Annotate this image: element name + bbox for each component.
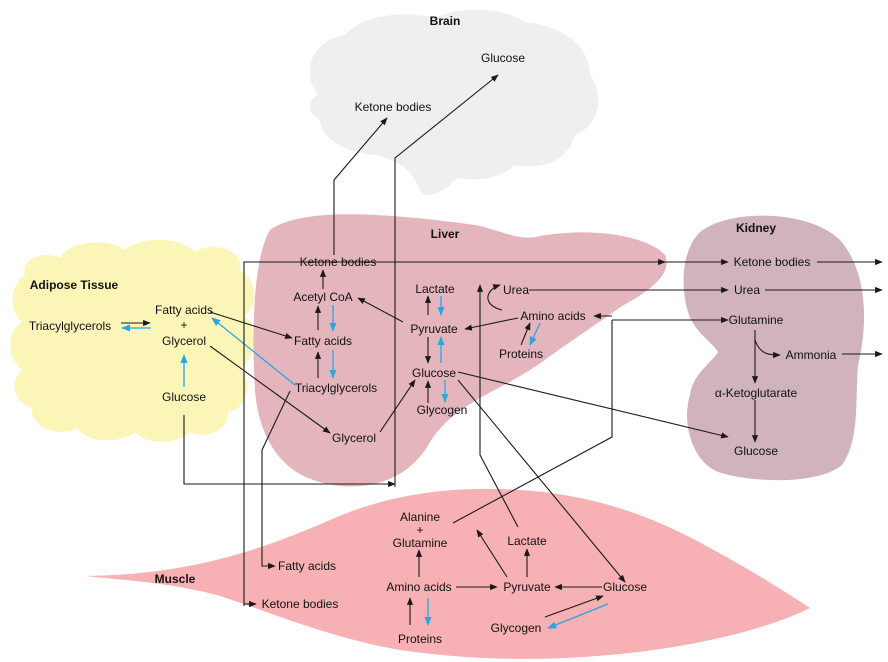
region-title-liver: Liver [431,227,460,241]
pathway-arrows [121,74,883,629]
adipose-glucose: Glucose [162,390,206,404]
region-title-kidney: Kidney [736,221,776,235]
liver-glycogen: Glycogen [417,403,468,417]
kidney-ammonia: Ammonia [786,348,837,362]
adipose-triacylglycerols: Triacylglycerols [29,319,111,333]
kidney-ketone-bodies: Ketone bodies [734,255,811,269]
muscle-alanine: Alanine [400,510,440,524]
kidney-glucose: Glucose [734,444,778,458]
brain-ketone-bodies: Ketone bodies [355,100,432,114]
liver-amino-acids: Amino acids [520,309,585,323]
muscle-lactate: Lactate [507,534,547,548]
muscle-amino-acids: Amino acids [386,580,451,594]
brain-shape [309,9,599,196]
liver-triacylglycerols: Triacylglycerols [295,381,377,395]
region-title-muscle: Muscle [155,572,196,586]
adipose-glycerol: Glycerol [162,334,206,348]
liver-lactate: Lactate [415,282,455,296]
liver-pyruvate: Pyruvate [410,322,458,336]
muscle-shape [85,488,810,659]
liver-fatty-acids: Fatty acids [294,334,352,348]
liver-glucose: Glucose [412,366,456,380]
liver-acetyl-coa: Acetyl CoA [293,290,352,304]
brain-glucose: Glucose [481,51,525,65]
muscle-glutamine: Glutamine [393,536,448,550]
kidney-glutamine: Glutamine [729,313,784,327]
kidney-urea: Urea [734,283,760,297]
muscle-proteins: Proteins [398,632,442,646]
liver-glycerol: Glycerol [332,431,376,445]
muscle-glycogen: Glycogen [491,621,542,635]
kidney-alpha-ketoglutarate: α-Ketoglutarate [715,386,798,400]
adipose-plus: + [180,318,187,332]
muscle-fatty-acids: Fatty acids [278,559,336,573]
region-title-adipose: Adipose Tissue [30,278,119,292]
muscle-pyruvate: Pyruvate [503,580,551,594]
liver-ketone-bodies: Ketone bodies [300,255,377,269]
liver-proteins: Proteins [499,347,543,361]
region-title-brain: Brain [430,14,461,28]
adipose-shape [10,239,255,442]
adipose-fatty-acids: Fatty acids [155,303,213,317]
kidney-shape [683,215,865,481]
muscle-plus: + [416,523,423,537]
liver-shape [253,214,667,487]
muscle-glucose: Glucose [603,580,647,594]
liver-urea: Urea [503,283,529,297]
muscle-ketone-bodies: Ketone bodies [262,597,339,611]
